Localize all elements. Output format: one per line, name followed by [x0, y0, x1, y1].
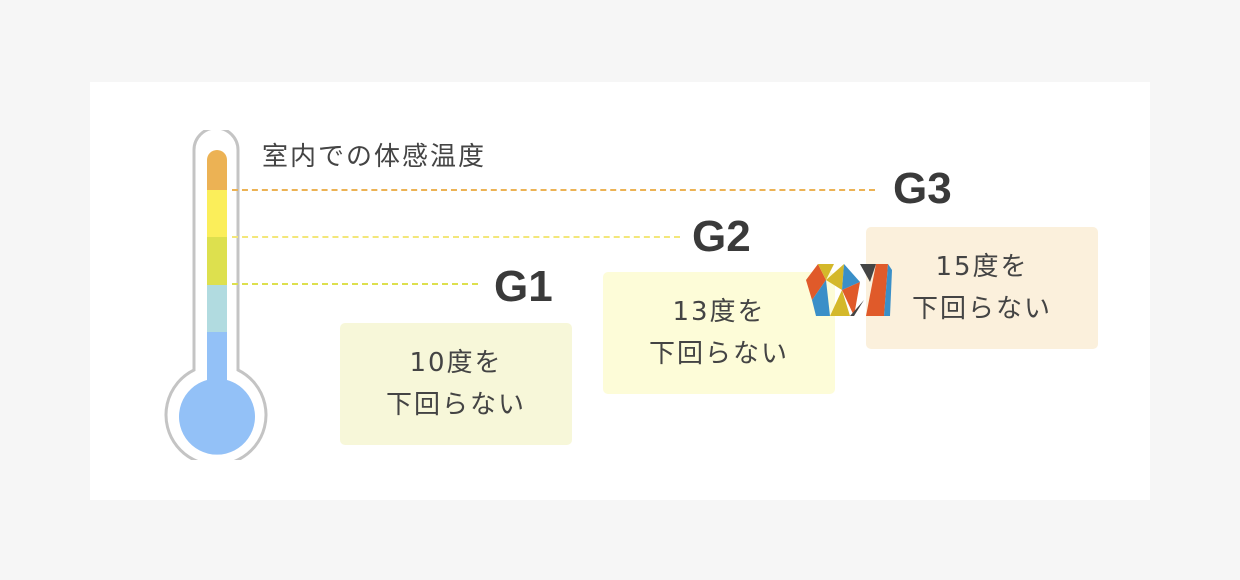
g3-text-line1: 15度を: [935, 252, 1029, 282]
g1-text-line1: 10度を: [409, 348, 503, 378]
g3-dashed-line: [232, 189, 875, 191]
g3-box: 15度を 下回らない: [866, 227, 1098, 349]
g1-box: 10度を 下回らない: [340, 323, 572, 445]
g1-dashed-line: [232, 283, 478, 285]
g2-text-line2: 下回らない: [648, 339, 789, 369]
g3-label: G3: [893, 164, 952, 213]
thermometer-icon: [164, 130, 268, 460]
diagram-title: 室内での体感温度: [262, 142, 487, 172]
g2-label: G2: [692, 212, 751, 261]
g1-text-line2: 下回らない: [385, 390, 526, 420]
g2-box: 13度を 下回らない: [603, 272, 835, 394]
g3-text-line2: 下回らない: [911, 294, 1052, 324]
logo-icon: [806, 264, 892, 316]
g1-label: G1: [494, 262, 553, 311]
g2-text-line1: 13度を: [672, 297, 766, 327]
g2-dashed-line: [232, 236, 680, 238]
